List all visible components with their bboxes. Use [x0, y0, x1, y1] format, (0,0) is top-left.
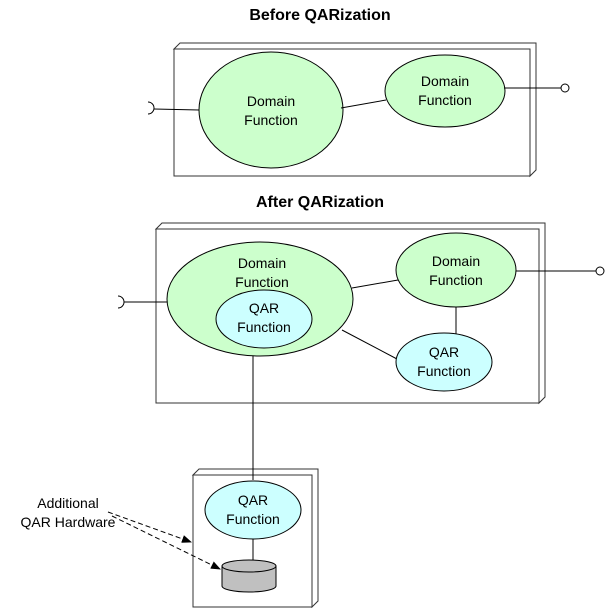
- after-domain-function-2: [395, 232, 517, 308]
- label: Domain: [421, 73, 469, 89]
- label: Function: [226, 511, 280, 527]
- label: Domain: [432, 253, 480, 269]
- label: Function: [429, 272, 483, 288]
- connector: [341, 329, 398, 360]
- label: QAR: [249, 300, 279, 316]
- label: QAR: [238, 492, 268, 508]
- required-interface-icon: [117, 295, 125, 309]
- annotation-label: QAR Hardware: [21, 514, 116, 530]
- annotation-label: Additional: [37, 495, 99, 511]
- label: QAR: [429, 344, 459, 360]
- label: Function: [244, 112, 298, 128]
- connector: [351, 279, 399, 289]
- after-qar-function-2: [395, 332, 493, 392]
- database-cylinder-icon: [221, 559, 277, 593]
- required-interface-icon: [147, 101, 155, 115]
- connector: [340, 99, 387, 109]
- label: Function: [237, 319, 291, 335]
- provided-interface-icon: [560, 83, 570, 93]
- before-title: Before QARization: [249, 7, 390, 24]
- after-qar-function-inner: [215, 289, 313, 349]
- connector: [153, 108, 200, 111]
- before-domain-function-1: [198, 51, 344, 169]
- provided-interface-icon: [595, 266, 605, 276]
- before-domain-function-2: [384, 54, 506, 128]
- label: Function: [418, 92, 472, 108]
- after-title: After QARization: [256, 194, 384, 211]
- hardware-qar-function: [204, 480, 302, 540]
- label: Domain: [238, 255, 286, 271]
- label: Function: [235, 274, 289, 290]
- label: Domain: [247, 93, 295, 109]
- label: Function: [417, 363, 471, 379]
- annotation-arrow: [111, 515, 221, 570]
- annotation-arrow: [107, 511, 192, 543]
